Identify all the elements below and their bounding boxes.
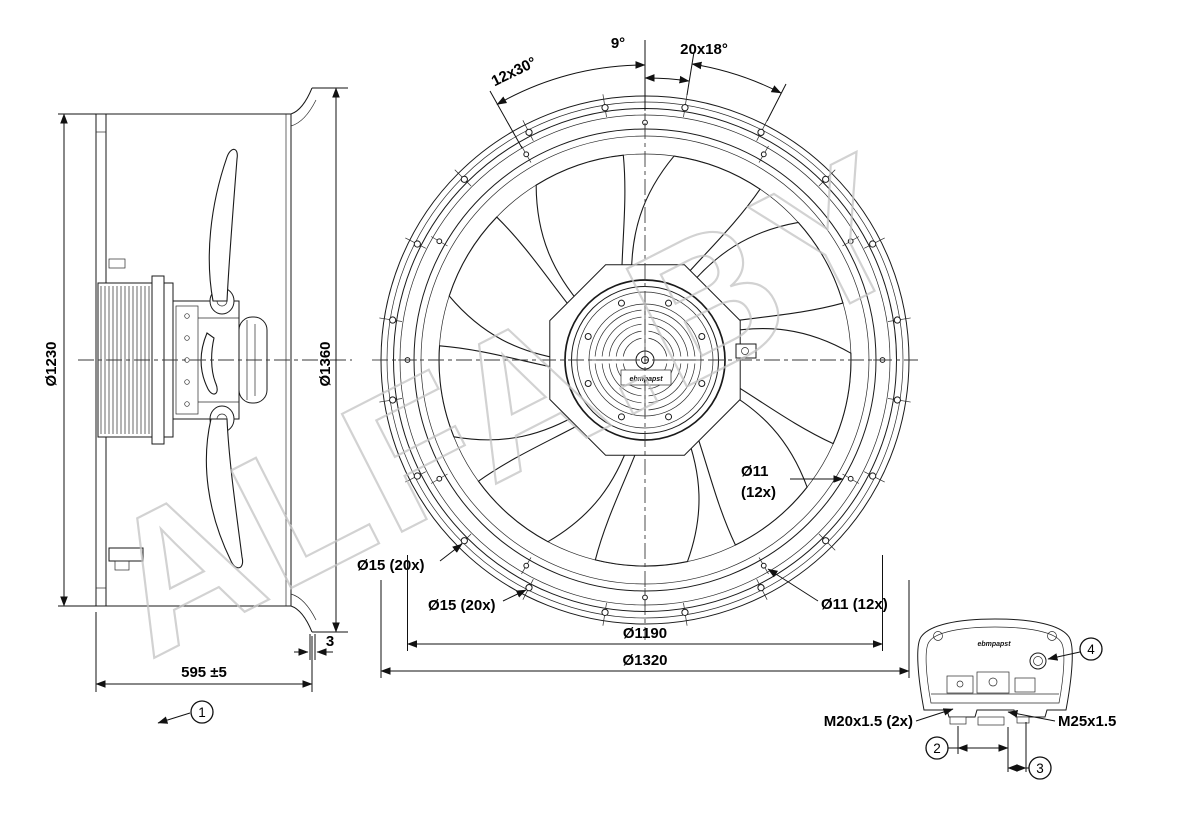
- housing-profile: [106, 87, 317, 633]
- dim-dia-1360: Ø1360: [317, 341, 334, 386]
- conduit-box: [735, 343, 757, 359]
- side-view: Ø1230 Ø1360 595 ±5 3 1: [43, 87, 352, 724]
- brand-label-box: ebmpapst: [977, 641, 1011, 648]
- blade-side-silhouettes: [200, 148, 244, 569]
- callout-1: 1: [198, 705, 206, 720]
- dim-holes-11-line2: (12x): [741, 484, 776, 501]
- angular-dimensions: 12x30° 9° 20x18°: [489, 35, 787, 149]
- dim-angle-9: 9°: [611, 35, 625, 52]
- label-m20: M20x1.5 (2x): [824, 713, 913, 730]
- gland-m25-hole: [1029, 652, 1047, 670]
- dim-holes-11-b: Ø11 (12x): [821, 596, 888, 613]
- motor-bolts: [584, 299, 706, 421]
- dim-depth-595: 595 ±5: [181, 664, 227, 681]
- brand-label-front: ebmpapst: [629, 376, 663, 383]
- dim-dia-1230: Ø1230: [43, 341, 60, 386]
- nameplate: [620, 369, 672, 386]
- dim-angle-20x18: 20x18°: [680, 41, 728, 58]
- callout-4-circle: [1079, 637, 1103, 661]
- label-m25: M25x1.5: [1058, 713, 1116, 730]
- side-dimensions: Ø1230 Ø1360 595 ±5 3 1: [43, 87, 348, 724]
- dim-gap-3: 3: [326, 633, 334, 650]
- callout-4: 4: [1087, 642, 1095, 657]
- dim-angle-12x30: 12x30°: [489, 54, 539, 90]
- terminal-box-detail: ebmpapst M20x1.5 (2x) M25x1.5 4 2 3: [824, 618, 1116, 780]
- dim-dia-1190: Ø1190: [623, 625, 667, 642]
- callout-1-circle: [190, 700, 214, 724]
- callout-2-circle: [925, 736, 949, 760]
- dim-holes-15-b: Ø15 (20x): [428, 597, 496, 614]
- dim-dia-1320: Ø1320: [622, 652, 667, 669]
- front-view: ebmpapst 12x30° 9° 20x18° Ø11 (12x) Ø15 …: [357, 35, 918, 678]
- dim-holes-11-line1: Ø11: [741, 463, 769, 480]
- callout-3: 3: [1036, 761, 1044, 776]
- callout-2: 2: [933, 741, 941, 756]
- diameter-dimensions: Ø1190 Ø1320: [380, 555, 910, 678]
- callout-3-circle: [1028, 756, 1052, 780]
